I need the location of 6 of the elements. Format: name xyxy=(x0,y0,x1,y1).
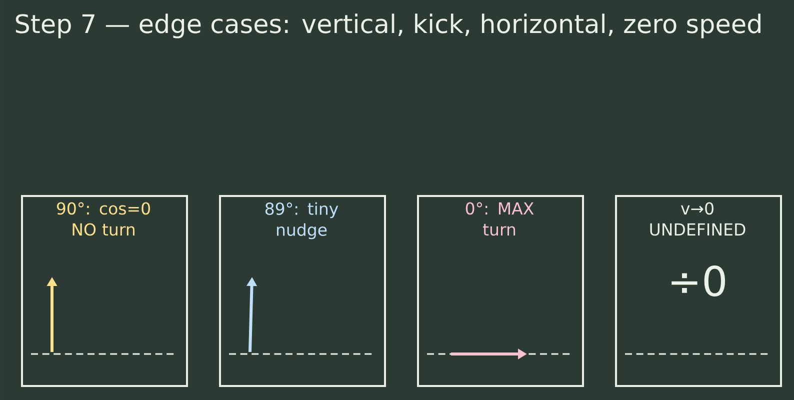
panel-heading: v→0 UNDEFINED xyxy=(650,202,746,236)
panel-heading: 90°: cos=0 NO turn xyxy=(56,202,150,236)
title: Step 7 — edge cases: vertical, kick, horizontal, zero speed xyxy=(16,14,760,38)
large-symbol: ÷0 xyxy=(672,266,726,296)
panel-heading: 0°: MAX turn xyxy=(466,202,534,236)
panel-heading: 89°: tiny nudge xyxy=(265,202,338,240)
